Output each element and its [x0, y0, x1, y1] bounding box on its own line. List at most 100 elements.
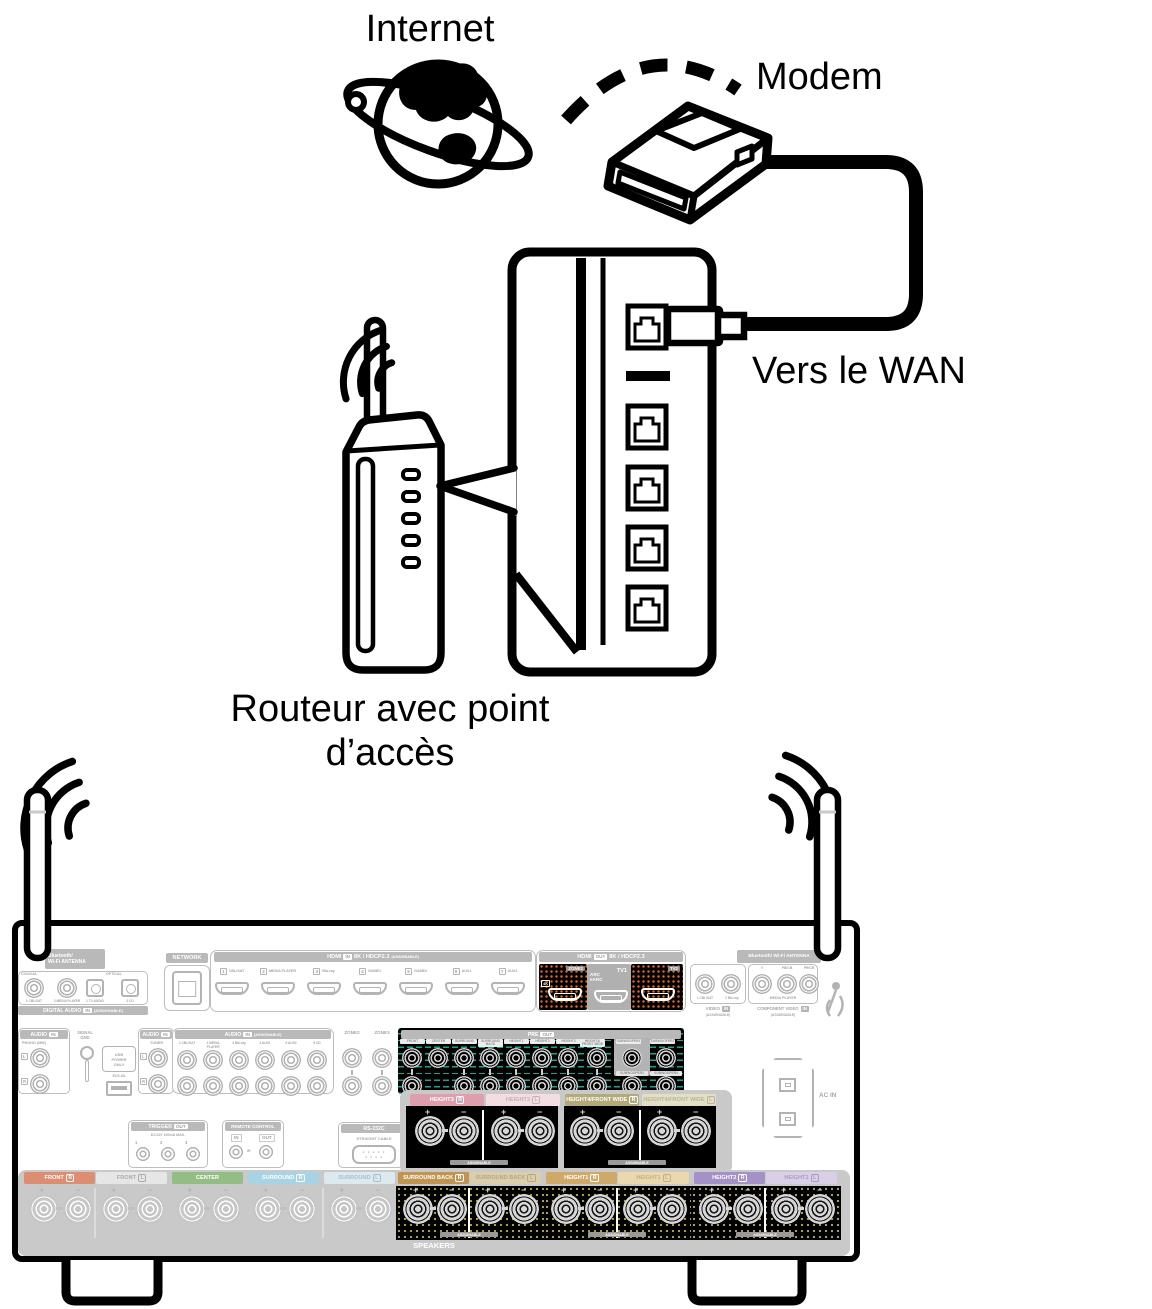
hdmi-in-port: 6 AUX1 — [440, 966, 484, 995]
video-jack — [721, 974, 741, 994]
preout-column-label: HEIGHT2 — [530, 1039, 555, 1044]
hdmi-port-label: MEDIA PLAYER — [268, 969, 296, 973]
hdmi-connector — [399, 982, 433, 995]
lan-port-2 — [625, 464, 669, 512]
internet-label: Internet — [365, 8, 495, 50]
audio-in-jack — [281, 1076, 301, 1096]
audio-in-column-label: 1 CBL/SAT — [178, 1041, 196, 1045]
audio-in-column-label: 2 MEDIA PLAYER — [206, 1041, 220, 1049]
router-label-line1: Routeur avec point — [230, 688, 550, 730]
wifi-signal-router-icon — [339, 326, 396, 403]
binding-post — [437, 1194, 467, 1224]
hdmi-in-port: 1 CBL/SAT — [210, 966, 254, 995]
audio-in-column-label: 5 AUX2 — [285, 1041, 297, 1045]
hdmi-connector — [445, 982, 479, 995]
preout-column-label: SURROUND — [452, 1039, 477, 1044]
remote-in-jack — [228, 1144, 244, 1160]
binding-post — [604, 1116, 634, 1146]
coaxial-jack — [57, 978, 77, 998]
binding-post — [29, 1194, 59, 1224]
hdmi-port-number: 2 — [259, 967, 267, 975]
port-separator — [626, 371, 670, 381]
hdmi-port-label: CBL/SAT — [228, 969, 245, 973]
hdmi-connector — [641, 988, 675, 1001]
audio-in-jack — [255, 1076, 275, 1096]
hdmi-port-label: AUX2 — [507, 969, 518, 973]
tuner-jack — [148, 1048, 168, 1068]
binding-post — [363, 1194, 393, 1224]
hdmi-port-label: Blu-ray — [322, 969, 335, 973]
hdmi-in-port: 7 AUX2 — [486, 966, 530, 995]
hdmi-port-number: 7 — [498, 967, 506, 975]
trigger-jack — [135, 1146, 151, 1162]
hdmi-connector — [594, 990, 628, 1003]
binding-post — [329, 1194, 359, 1224]
tv1-label: TV1 — [616, 968, 627, 974]
router-led-indicators — [401, 468, 421, 569]
binding-post — [657, 1194, 687, 1224]
preout-column-label: SUBWOOFER2 — [650, 1038, 675, 1044]
wan-port — [625, 303, 669, 351]
phono-jack — [30, 1074, 50, 1094]
component-jack — [752, 974, 772, 994]
receiver-foot-right — [687, 1260, 807, 1306]
jack-link — [463, 1069, 465, 1075]
binding-post — [570, 1116, 600, 1146]
jack-link — [515, 1069, 517, 1075]
preout-jack — [532, 1048, 552, 1068]
hdmi-connector — [353, 982, 387, 995]
binding-post — [449, 1116, 479, 1146]
subwoofer4-label: SUBWOOFER4 — [650, 1071, 682, 1076]
router-icon — [342, 316, 445, 674]
hdmi-out-tv2-block: TV2 — [631, 964, 683, 1010]
preout-jack — [428, 1048, 448, 1068]
lan-port-1 — [625, 403, 669, 451]
zone2-jack — [342, 1076, 362, 1096]
binding-post — [177, 1194, 207, 1224]
binding-post — [551, 1194, 581, 1224]
tv2-label: TV2 — [667, 966, 680, 971]
network-port — [172, 971, 202, 1005]
jack-link — [596, 1069, 598, 1075]
binding-post — [101, 1194, 131, 1224]
lan-port-3 — [625, 524, 669, 572]
wifi-signal-right-icon — [768, 751, 838, 848]
audio-in-column-label: 6 CD — [313, 1041, 321, 1045]
trigger-jack — [185, 1146, 201, 1162]
hdmi-connector — [491, 982, 525, 995]
rs232c-port: ● ● ● ● ●● ● ● ● — [352, 1145, 396, 1164]
preout-column-label: FRONT — [400, 1039, 425, 1044]
hdmi-connector — [261, 982, 295, 995]
video-jack — [695, 974, 715, 994]
wan-cable — [745, 155, 923, 331]
audio-in-jack — [229, 1076, 249, 1096]
router-ports-callout — [436, 247, 717, 677]
trigger-jack — [160, 1146, 176, 1162]
hdmi-port-label: AUX1 — [461, 969, 472, 973]
component-jack — [799, 974, 819, 994]
preout-jack — [558, 1048, 578, 1068]
zone3-jack — [372, 1048, 392, 1068]
hdmi-in-port: 3 Blu-ray — [302, 966, 346, 995]
optical-port — [121, 979, 139, 997]
